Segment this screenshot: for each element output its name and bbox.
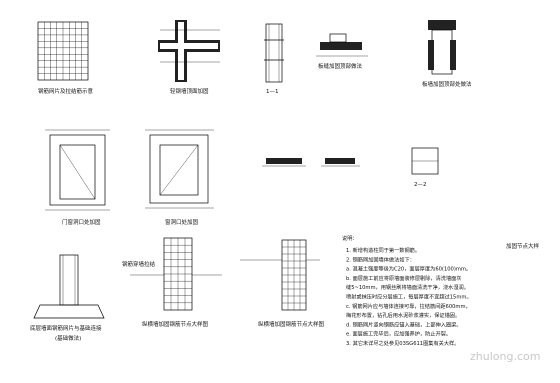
column-joint-panel: 板缝加固顶部做法 [316, 33, 368, 70]
base-sub-label: (基础做法) [55, 334, 81, 342]
note-line: 梅花形布置，钻孔后用水泥砂浆灌实，保证锚固。 [346, 311, 460, 319]
base-panel: 底层墙面钢筋网片与基础连接 (基础做法) [30, 254, 105, 342]
note-line: a. 混凝土强度等级为C20，面层厚度为60(100)mm。 [346, 265, 471, 273]
note-line: e. 面层施工完毕后，应加强养护，防止开裂。 [346, 330, 451, 338]
node-right-panel: 纵横墙加固钢筋节点大样图 [240, 239, 325, 328]
note-line: 喷射或抹压时应分层施工，每层厚度不宜超过15mm。 [346, 293, 472, 301]
wall-joint-label: 板墙加固顶部处做法 [422, 80, 472, 88]
window-detail-label: 门窗洞口处加固 [62, 218, 101, 226]
opening-detail-panel: 窗洞口处加固 [145, 129, 214, 226]
mesh-elevation-label: 钢筋网片及拉结筋示意 [38, 87, 94, 95]
eave-mesh-label: 轻钢墙顶面加固 [170, 87, 209, 95]
note-line: b. 面层施工前应将原墙面装修层剔除，清洗墙面灰 [346, 274, 462, 282]
note-line: 2. 钢筋网加固墙体做法如下： [346, 255, 415, 263]
section-22-label: 2—2 [414, 182, 427, 188]
column-joint-label: 板缝加固顶部做法 [318, 62, 363, 70]
base-note-label: 底层墙面钢筋网片与基础连接 [30, 324, 102, 332]
watermark: zhulong.com [470, 350, 540, 363]
note-line: d. 钢筋网片竖向钢筋应锚入基础，上部伸入圈梁。 [346, 320, 462, 328]
note-line: 缝5~10mm，用钢丝刷将墙面清洗干净，浇水湿润。 [346, 283, 469, 291]
node-left-panel: 钢筋穿墙拉结 纵横墙加固钢筋节点大样图 [122, 237, 222, 328]
node-right-label: 纵横墙加固钢筋节点大样图 [258, 320, 325, 328]
dim-note-label: 钢筋穿墙拉结 [122, 260, 156, 268]
small-sections-panel: 2—2 [262, 147, 439, 188]
notes-panel: 说明： 1. 新增构造柱同于第一数钢筋。2. 钢筋网加固墙体做法如下： a. 混… [342, 234, 472, 347]
section-11-panel: 1—1 [264, 23, 284, 95]
note-line: c. 钢筋网片应与墙体连接可靠，拉结筋间距600mm， [346, 302, 471, 310]
opening-detail-label: 窗洞口处加固 [165, 218, 199, 226]
note-line: 3. 其它未详尽之处参见03SG611图集有关大样。 [346, 339, 459, 347]
eave-mesh-panel: 轻钢墙顶面加固 [158, 20, 220, 95]
window-detail-panel: 门窗洞口处加固 [45, 129, 110, 226]
note-line: 1. 新增构造柱同于第一数钢筋。 [346, 246, 420, 254]
node-left-label: 纵横墙加固钢筋节点大样图 [142, 320, 209, 328]
section-11-label: 1—1 [266, 89, 279, 95]
notes-title: 说明： [342, 234, 358, 242]
right-caption-label: 加固节点大样 [506, 242, 540, 250]
wall-joint-panel: 板墙加固顶部处做法 [422, 20, 472, 88]
mesh-grid-panel: 钢筋网片及拉结筋示意 [37, 21, 94, 95]
